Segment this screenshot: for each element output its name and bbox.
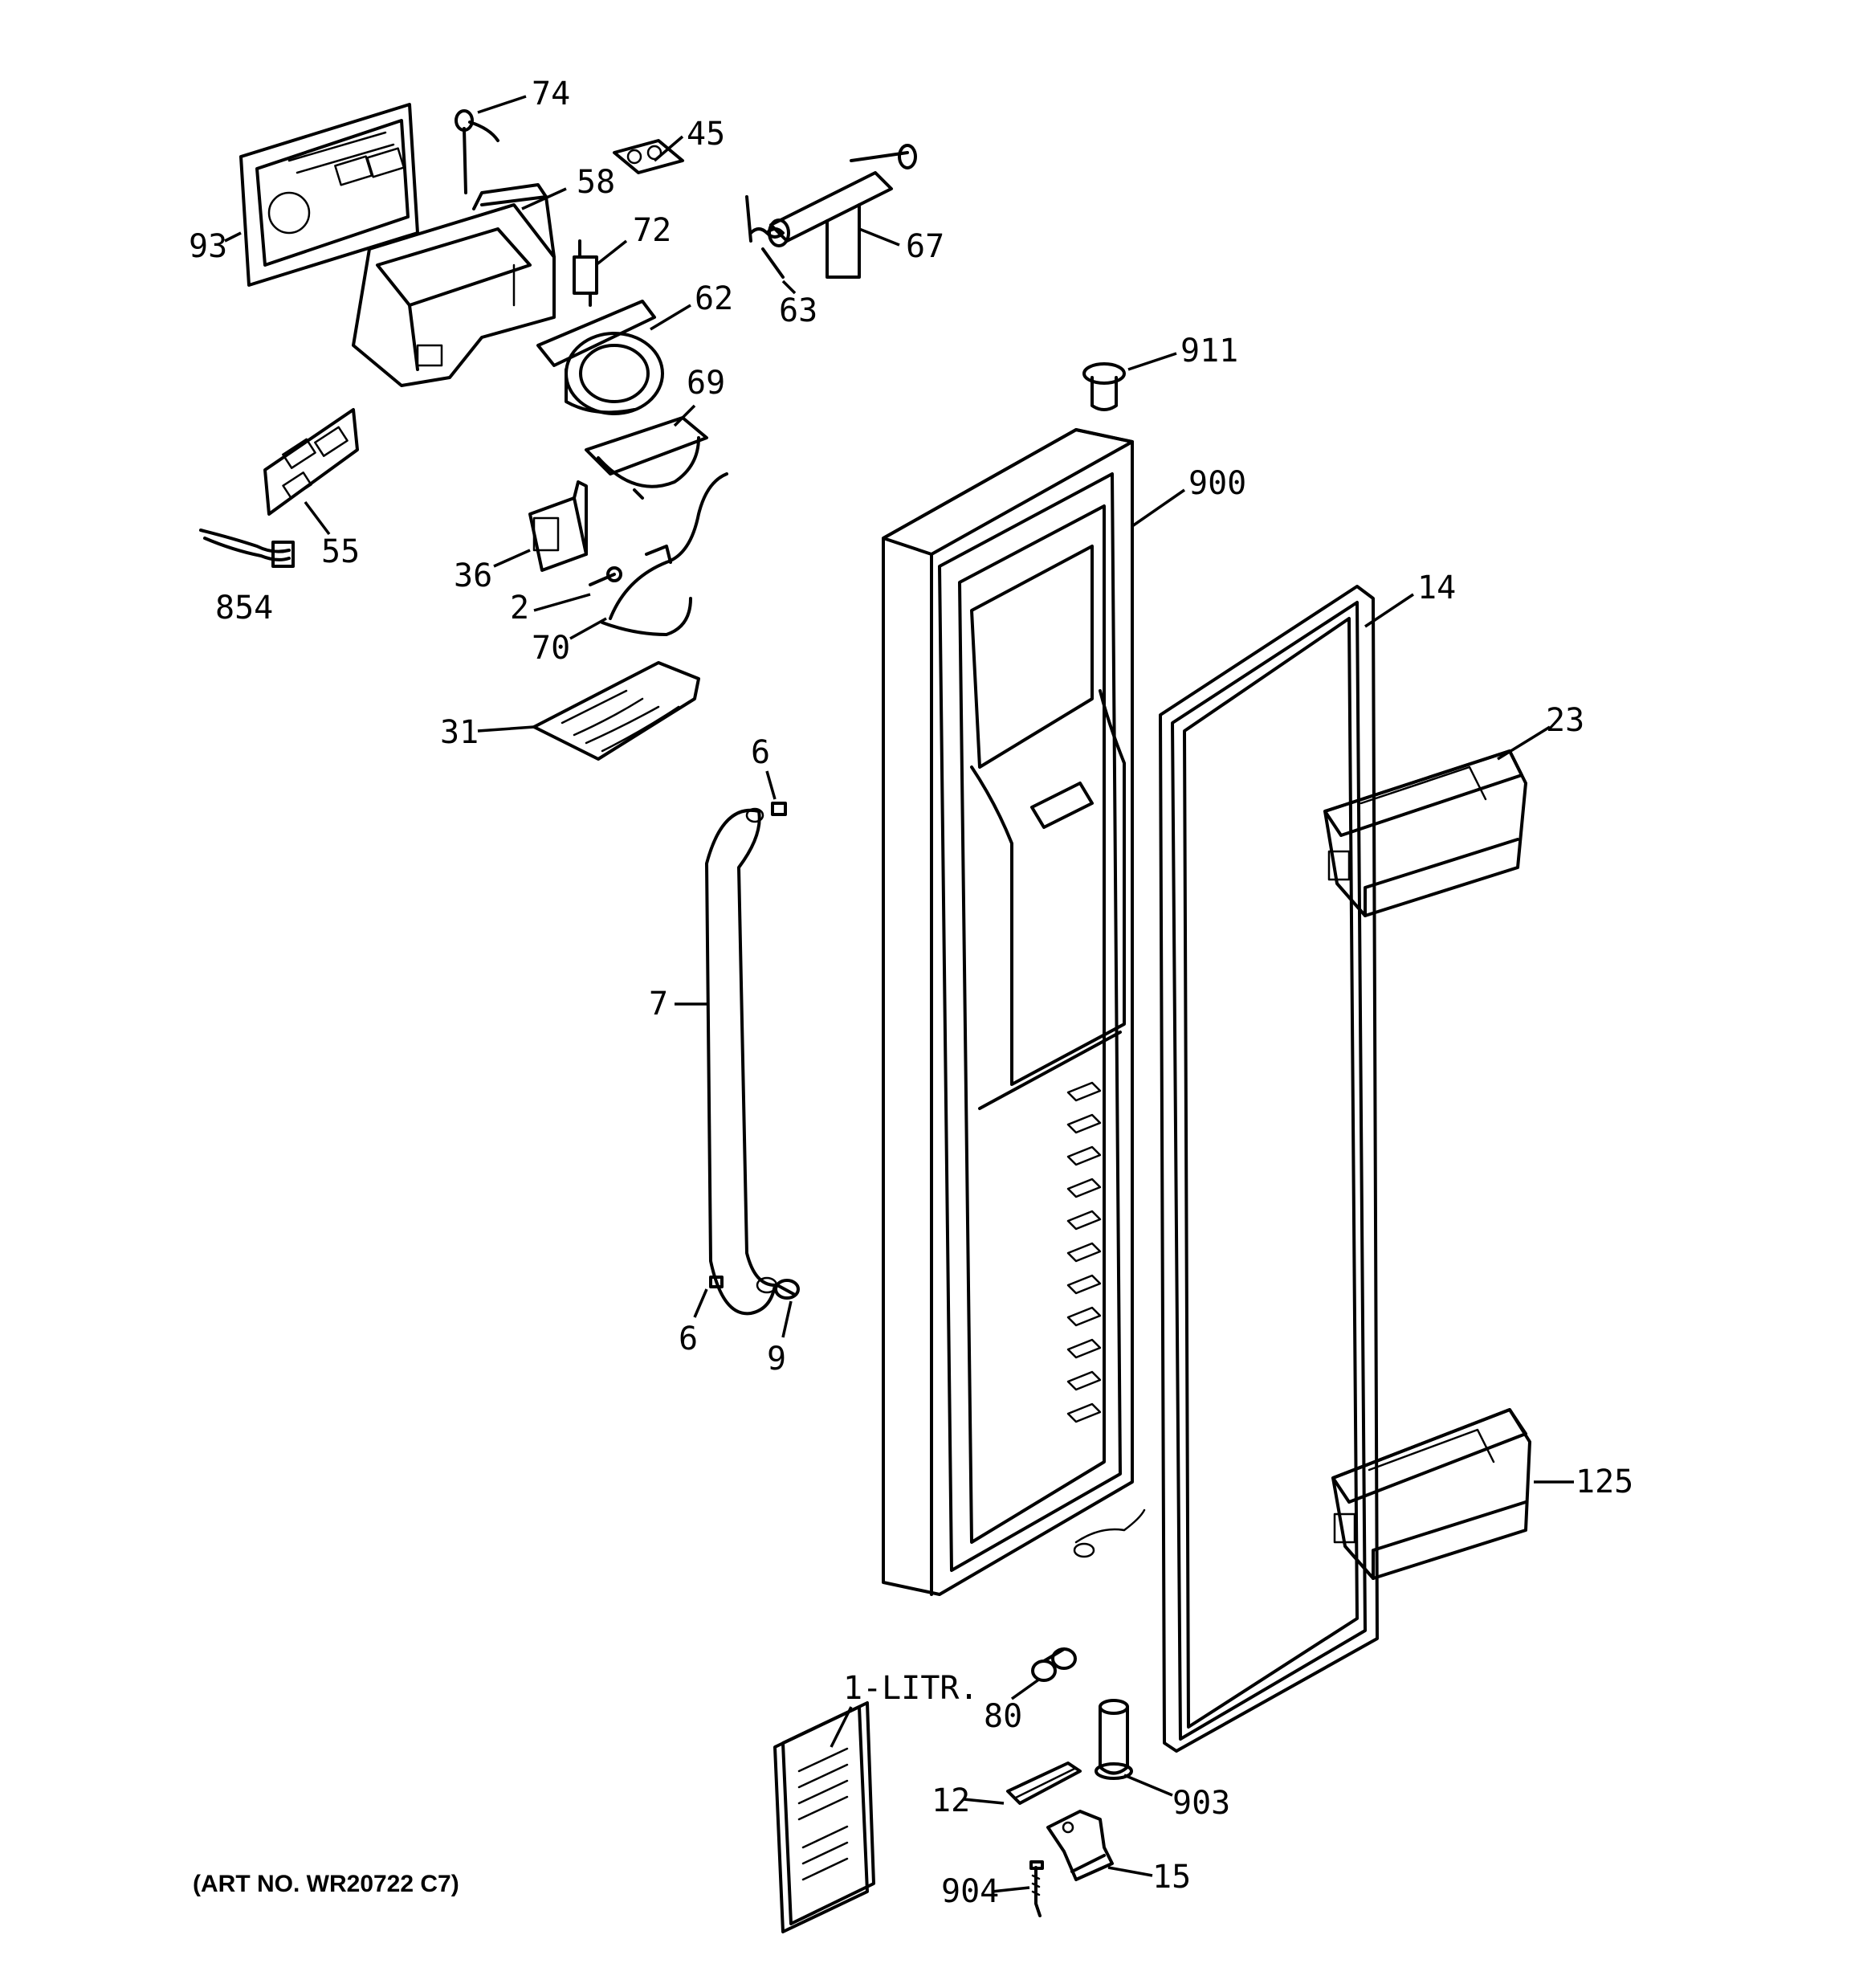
callout-23: 23 (1546, 702, 1584, 739)
callout-12: 12 (932, 1782, 970, 1819)
part-58-dispenser-housing (352, 183, 556, 387)
callout-2: 2 (510, 590, 529, 627)
callout-72: 72 (633, 212, 671, 249)
callout-93: 93 (189, 228, 227, 265)
callout-911: 911 (1180, 333, 1238, 369)
callout-55: 55 (321, 533, 360, 570)
part-854-harness (199, 529, 295, 568)
part-904-screw (1029, 1860, 1044, 1917)
callout-67: 67 (906, 228, 944, 265)
part-63-spring (745, 195, 785, 279)
callout-7: 7 (649, 986, 668, 1023)
callout-74: 74 (532, 76, 570, 112)
callout-903: 903 (1172, 1785, 1230, 1822)
part-55-panel (263, 408, 359, 516)
part-15-hinge (1046, 1810, 1114, 1881)
part-900-door (882, 428, 1146, 1596)
callout-62: 62 (695, 280, 733, 317)
callout-70: 70 (532, 630, 570, 667)
part-67-bracket (768, 144, 917, 279)
part-7-handle (705, 807, 778, 1316)
callout-69: 69 (687, 365, 725, 402)
callout-6-bottom: 6 (679, 1321, 698, 1357)
callout-63: 63 (779, 292, 817, 329)
part-72-switch (573, 239, 598, 307)
part-1-litr-literature (773, 1701, 875, 1933)
callout-9: 9 (767, 1341, 786, 1378)
callout-36: 36 (454, 557, 492, 594)
callout-45: 45 (687, 116, 725, 153)
part-74-spring (455, 109, 499, 194)
callout-900: 900 (1188, 465, 1246, 502)
callout-labels: 74 45 58 93 72 67 63 62 911 69 900 55 36… (189, 76, 1633, 1910)
part-6-nut-top (771, 802, 787, 816)
part-12-shim (1006, 1761, 1082, 1805)
callout-58: 58 (577, 164, 615, 201)
part-23-door-bin-upper (1323, 749, 1527, 917)
part-93-control-panel (239, 103, 419, 287)
callout-854: 854 (215, 590, 273, 627)
part-69-chute (585, 416, 708, 500)
leader-lines (224, 95, 1574, 1893)
callout-15: 15 (1152, 1859, 1191, 1896)
callout-904: 904 (941, 1873, 999, 1910)
callout-80: 80 (984, 1698, 1022, 1735)
part-14-gasket (1159, 585, 1379, 1753)
callout-6-top: 6 (751, 734, 770, 771)
callout-125: 125 (1576, 1463, 1633, 1500)
part-36-module (528, 480, 588, 572)
part-80-bushing (1031, 1647, 1077, 1682)
part-31-drip-tray (532, 661, 700, 761)
shelf-supports (1066, 1081, 1102, 1423)
part-70-wiring (601, 472, 728, 636)
part-9-connector (774, 1279, 800, 1300)
part-911-bushing (1082, 362, 1126, 411)
part-125-door-bin-lower (1331, 1408, 1531, 1580)
part-6-nut-bottom (709, 1276, 724, 1288)
part-903-hinge-pin (1095, 1699, 1133, 1780)
callout-1-litr: 1-LITR. (843, 1670, 979, 1707)
callout-14: 14 (1417, 569, 1456, 606)
part-62-ring (536, 300, 664, 415)
callout-31: 31 (440, 714, 479, 751)
art-number: (ART NO. WR20722 C7) (193, 1871, 459, 1897)
part-2-screw (589, 566, 622, 586)
